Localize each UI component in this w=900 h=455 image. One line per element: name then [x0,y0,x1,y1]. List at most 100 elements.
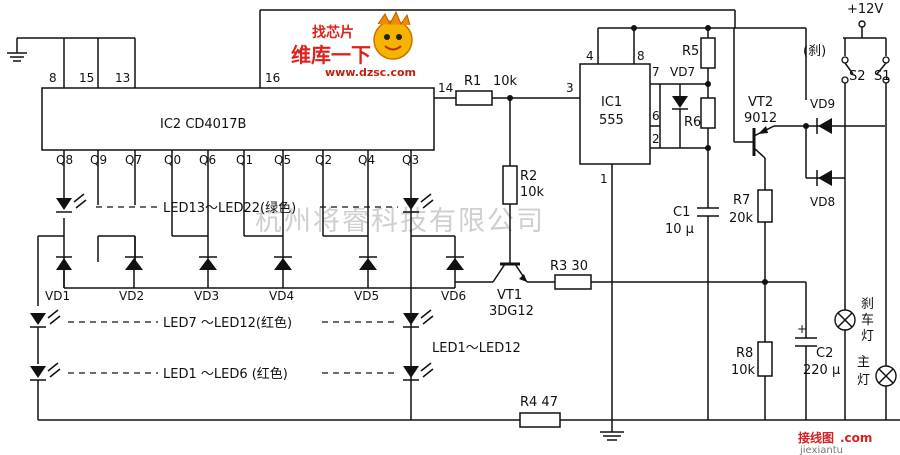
led-row-red-low: LED1 ～LED6 (红色) [30,362,434,420]
vt2-label: VT2 [748,95,773,110]
brake-switch-tag: (刹) [803,44,826,59]
vd2-icon [125,258,143,270]
vd4-label: VD4 [269,289,294,303]
r4-label: R4 47 [520,395,558,410]
vd1-label: VD1 [45,289,70,303]
led-group-red-low-label: LED1 ～LED6 (红色) [163,366,288,382]
led-group-green-label: LED13～LED22(绿色) [163,200,296,216]
led-red-mid-right-icon [403,313,419,325]
c2-label: C2 [816,346,833,361]
vt1-part: 3DG12 [489,304,534,319]
r5-resistor [700,37,716,69]
vd6-label: VD6 [441,289,466,303]
r6-resistor [700,97,716,129]
led-row-red-mid: LED7 ～LED12(红色) [30,309,434,364]
ic2-out-q4: Q4 [358,153,375,167]
switches: (刹) S2 S1 [803,38,891,366]
r3-resistor: R3 30 [550,259,768,290]
r7-label: R7 [733,193,750,208]
vt2-part: 9012 [744,111,777,126]
led-red-mid-left-icon [30,313,46,325]
s2-label: S2 [849,69,866,84]
vd9-label: VD9 [810,97,835,111]
vd8-label: VD8 [810,195,835,209]
c2-value: 220 μ [803,363,840,378]
footer-watermark: 接线图 .com jiexiantu [798,430,872,455]
r8-label: R8 [736,346,753,361]
footer-brand: 接线图 [798,430,834,445]
ic1-pin-7: 7 [652,65,660,79]
ground-symbol-ic2 [7,38,27,62]
led-red-low-left-icon [30,366,46,378]
s1-label: S1 [874,69,891,84]
bottom-rail: R4 47 [38,395,900,428]
vt1-label: VT1 [497,288,522,303]
vd9-vd8-diodes: VD9 VD8 [803,97,885,209]
ic1-555: 4 8 3 7 6 2 1 IC1 555 [566,48,660,420]
ic2-output-lines [63,150,412,420]
r1-value: 10k [493,74,518,89]
ic1-pin-1: 1 [600,172,608,186]
r7-value: 20k [729,211,754,226]
c2-capacitor: + C2 220 μ [765,281,840,420]
main-lamp-char-2: 灯 [857,373,870,388]
r5-label: R5 [682,44,699,59]
vcc-rail: +12V [259,2,886,100]
vd1-icon [56,258,72,270]
vd6-icon [446,258,464,270]
c1-value: 10 μ [665,222,694,237]
led-green-right-icon [403,198,419,210]
brake-lamp-char-3: 灯 [861,329,874,344]
c2-polarity: + [797,322,807,336]
footer-url: jiexiantu [799,445,843,455]
lamps: 刹 车 灯 主 灯 [834,297,897,420]
vd3-icon [199,258,217,270]
watermark-url: www.dzsc.com [325,66,416,79]
ic1-label: IC1 [601,95,622,110]
ic2-pin-13: 13 [115,71,130,85]
led-group-red-mid-label: LED7 ～LED12(红色) [163,315,292,331]
r8-resistor: R8 10k [731,341,773,420]
vd2-label: VD2 [119,289,144,303]
watermark-logo-main: 维库一下 [291,43,371,67]
vd8-icon [818,170,832,186]
ic2-out-q7: Q7 [125,153,142,167]
ic1-pin-8: 8 [637,49,645,63]
ic1-part: 555 [599,113,624,128]
vcc-terminal-icon [858,20,866,28]
r1-resistor: R1 10k [434,74,580,166]
ic2-pin-14: 14 [438,81,453,95]
ic1-pin-4: 4 [586,49,594,63]
r8-value: 10k [731,363,756,378]
s1-switch-icon [876,62,887,75]
r4-resistor [519,412,561,428]
watermark-logo-top: 找芯片 [312,24,354,41]
r3-label: R3 30 [550,259,588,274]
brake-lamp-char-2: 车 [861,312,874,328]
c1-label: C1 [673,205,690,220]
c1-capacitor: C1 10 μ [665,205,719,420]
vt1-transistor: VT1 3DG12 [455,262,555,319]
vd5-label: VD5 [354,289,379,303]
vd7-icon [672,96,688,108]
vd3-label: VD3 [194,289,219,303]
diode-row: VD1 VD2 VD3 VD4 VD5 VD6 [37,205,466,306]
r6-label: R6 [684,115,701,130]
vd5-icon [359,258,377,270]
footer-brand-suffix: .com [840,431,872,445]
led-row-green: LED13～LED22(绿色) [56,193,434,216]
r2-resistor: R2 10k [502,165,545,262]
ic1-pin-2: 2 [652,132,660,146]
s2-switch-icon [844,62,854,75]
r7-resistor: R7 20k [729,189,773,342]
ic2-pin-8: 8 [49,71,57,85]
ic1-pin-3: 3 [566,81,574,95]
watermark-logo: 找芯片 维库一下 www.dzsc.com [291,10,416,79]
brake-lamp-char-1: 刹 [861,297,874,312]
main-lamp-char-1: 主 [857,355,870,370]
ic1-pin-6: 6 [652,109,660,123]
vd9-icon [818,118,832,134]
r2-value: 10k [520,185,545,200]
led-green-left-icon [56,198,72,210]
